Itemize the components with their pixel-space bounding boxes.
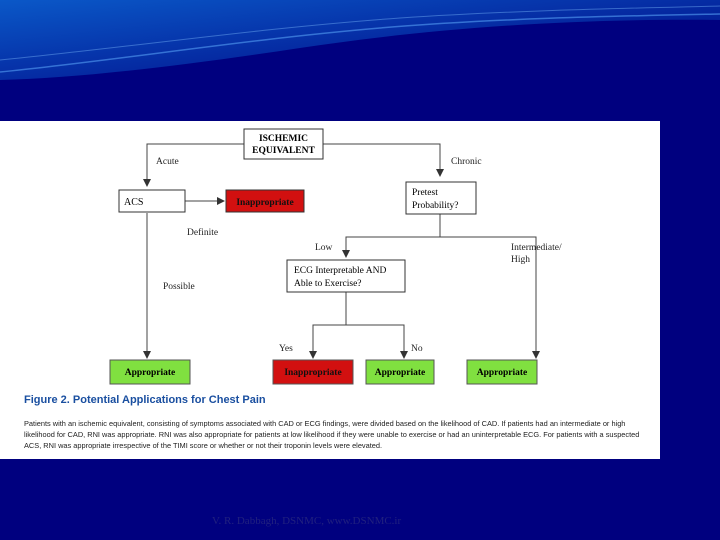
node-appropriate-middle: Appropriate [365,359,435,385]
label-yes: Yes [279,344,293,354]
footer-credit: V. R. Dabbagh, DSNMC, www.DSNMC.ir [212,515,402,527]
label-acute: Acute [156,157,179,167]
node-inappropriate-bottom-label: Inappropriate [284,368,341,378]
node-inappropriate-top-label: Inappropriate [236,198,293,208]
edge-intermediate-high [440,236,540,359]
node-ecg-line1: ECG Interpretable AND [294,266,386,276]
node-appropriate-left-label: Appropriate [125,368,176,378]
node-ischemic-line2: EQUIVALENT [252,146,315,156]
label-low: Low [315,243,333,253]
label-chronic: Chronic [451,157,482,167]
figure-caption-title: Figure 2. Potential Applications for Che… [24,394,266,406]
node-inappropriate-bottom: Inappropriate [272,359,354,385]
node-appropriate-right: Appropriate [466,359,538,385]
edge-no [346,324,408,359]
figure-caption-body: Patients with an ischemic equivalent, co… [24,419,640,450]
header-swoosh-decoration [0,0,720,80]
label-intermediate-line2: High [511,255,530,265]
node-acs-label: ACS [124,197,143,208]
node-ecg-interpretable: ECG Interpretable AND Able to Exercise? [286,259,406,293]
node-appropriate-left: Appropriate [109,359,191,385]
figure-panel: ISCHEMIC EQUIVALENT ACS Inappropriate Pr… [0,121,660,459]
chest-pain-flowchart: ISCHEMIC EQUIVALENT ACS Inappropriate Pr… [109,128,562,385]
label-possible: Possible [163,282,195,292]
edge-low [342,236,440,258]
node-ischemic-equivalent: ISCHEMIC EQUIVALENT [243,128,324,160]
node-pretest-line1: Pretest [412,188,438,198]
edge-yes [309,324,346,359]
node-acs: ACS [118,189,186,213]
node-appropriate-right-label: Appropriate [477,368,528,378]
node-ischemic-line1: ISCHEMIC [259,134,308,144]
node-inappropriate-top: Inappropriate [225,189,305,213]
node-pretest-probability: Pretest Probability? [405,181,477,215]
node-appropriate-middle-label: Appropriate [375,368,426,378]
label-definite: Definite [187,227,218,238]
edge-chronic [323,143,444,177]
edge-acute [143,143,244,187]
node-ecg-line2: Able to Exercise? [294,279,362,289]
node-pretest-line2: Probability? [412,201,458,211]
label-intermediate-line1: Intermediate/ [511,243,562,253]
label-no: No [411,344,423,354]
